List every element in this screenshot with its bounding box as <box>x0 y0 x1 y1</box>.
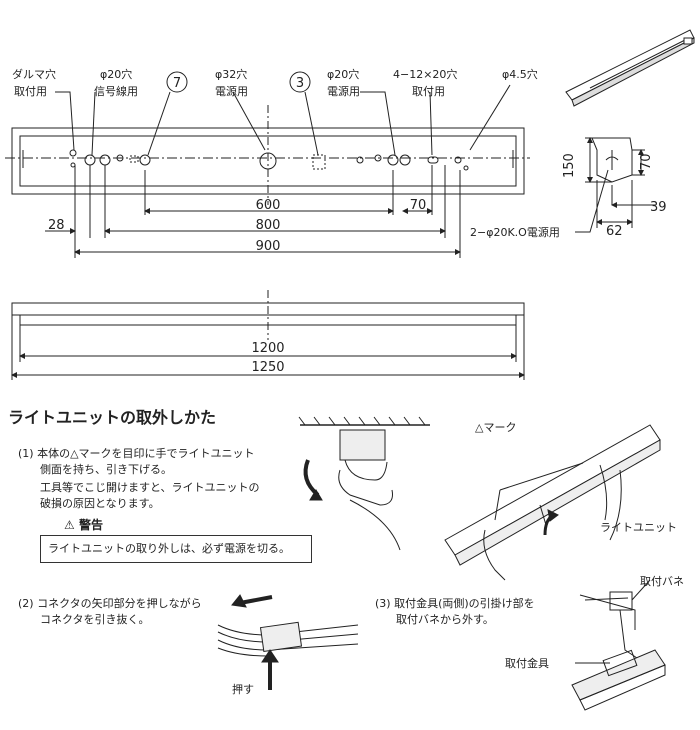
step1-line1: (1) 本体の△マークを目印に手でライトユニット <box>18 447 255 460</box>
dim-600: 600 <box>256 198 281 213</box>
bracket-label: 取付金具 <box>505 657 549 670</box>
unit-label: ライトユニット <box>600 521 677 534</box>
power-hole-20 <box>387 154 399 166</box>
push-label: 押す <box>232 683 254 696</box>
dim-70: 70 <box>410 198 427 213</box>
part-3 <box>312 154 326 170</box>
callout-3: 3 <box>289 71 311 93</box>
callout-7: 7 <box>166 71 188 93</box>
dim-800: 800 <box>256 218 281 233</box>
dim-900: 900 <box>256 239 281 254</box>
label-phi20b: φ20穴 <box>327 67 359 81</box>
label-phi32: φ32穴 <box>215 67 247 81</box>
label-dengen-2: 電源用 <box>327 84 360 98</box>
dim-28: 28 <box>48 218 65 233</box>
step1-line2: 側面を持ち、引き下げる。 <box>40 463 172 476</box>
warning-title: ⚠ 警告 <box>60 518 107 533</box>
label-slot: 4−12×20穴 <box>393 67 457 81</box>
label-phi20a: φ20穴 <box>100 67 132 81</box>
connector-illustration <box>217 594 359 690</box>
dim-70-section: 70 <box>639 153 654 170</box>
warning-icon: ⚠ <box>64 518 75 532</box>
step1-line4: 破損の原因となります。 <box>40 497 160 510</box>
dim-1250: 1250 <box>251 360 284 375</box>
plan-view <box>5 84 530 258</box>
warning-text: ライトユニットの取り外しは、必ず電源を切る。 <box>48 542 290 555</box>
step1-illustration <box>298 416 430 551</box>
cross-section <box>575 137 655 233</box>
howto-title: ライトユニットの取外しかた <box>8 408 217 427</box>
label-toritsuke-2: 取付用 <box>412 85 445 98</box>
signal-hole <box>84 154 96 166</box>
light-unit-illustration <box>444 424 661 581</box>
label-daruma: ダルマ穴 <box>12 67 56 81</box>
dim-150: 150 <box>562 153 577 178</box>
daruma-hole <box>69 149 77 157</box>
dim-39: 39 <box>650 200 667 215</box>
svg-text:3: 3 <box>296 76 304 91</box>
power-hole-32 <box>259 152 277 170</box>
svg-text:7: 7 <box>173 76 181 91</box>
product-3d-sketch <box>565 29 695 107</box>
hole-7 <box>139 154 151 166</box>
label-shingo: 信号線用 <box>94 84 138 98</box>
spring-label: 取付バネ <box>640 575 684 588</box>
bracket-illustration <box>571 579 666 711</box>
hole-45 <box>463 165 469 171</box>
label-phi45: φ4.5穴 <box>502 67 538 81</box>
dim-1200: 1200 <box>251 341 284 356</box>
mark-label: △マーク <box>475 421 517 434</box>
label-dengen-1: 電源用 <box>215 84 248 98</box>
step1-line3: 工具等でこじ開けますと、ライトユニットの <box>40 481 260 494</box>
step3-line1: (3) 取付金具(両側)の引掛け部を <box>375 597 535 610</box>
dim-62: 62 <box>606 224 623 239</box>
warning-box <box>40 535 312 563</box>
label-toritsuke-1: 取付用 <box>14 85 47 98</box>
slot-hole <box>427 156 439 164</box>
step2-line2: コネクタを引き抜く。 <box>40 613 150 626</box>
step2-line1: (2) コネクタの矢印部分を押しながら <box>18 597 202 610</box>
label-knockout: 2−φ20K.O電源用 <box>470 225 560 239</box>
step3-line2: 取付バネから外す。 <box>396 613 494 626</box>
side-view <box>11 290 525 380</box>
